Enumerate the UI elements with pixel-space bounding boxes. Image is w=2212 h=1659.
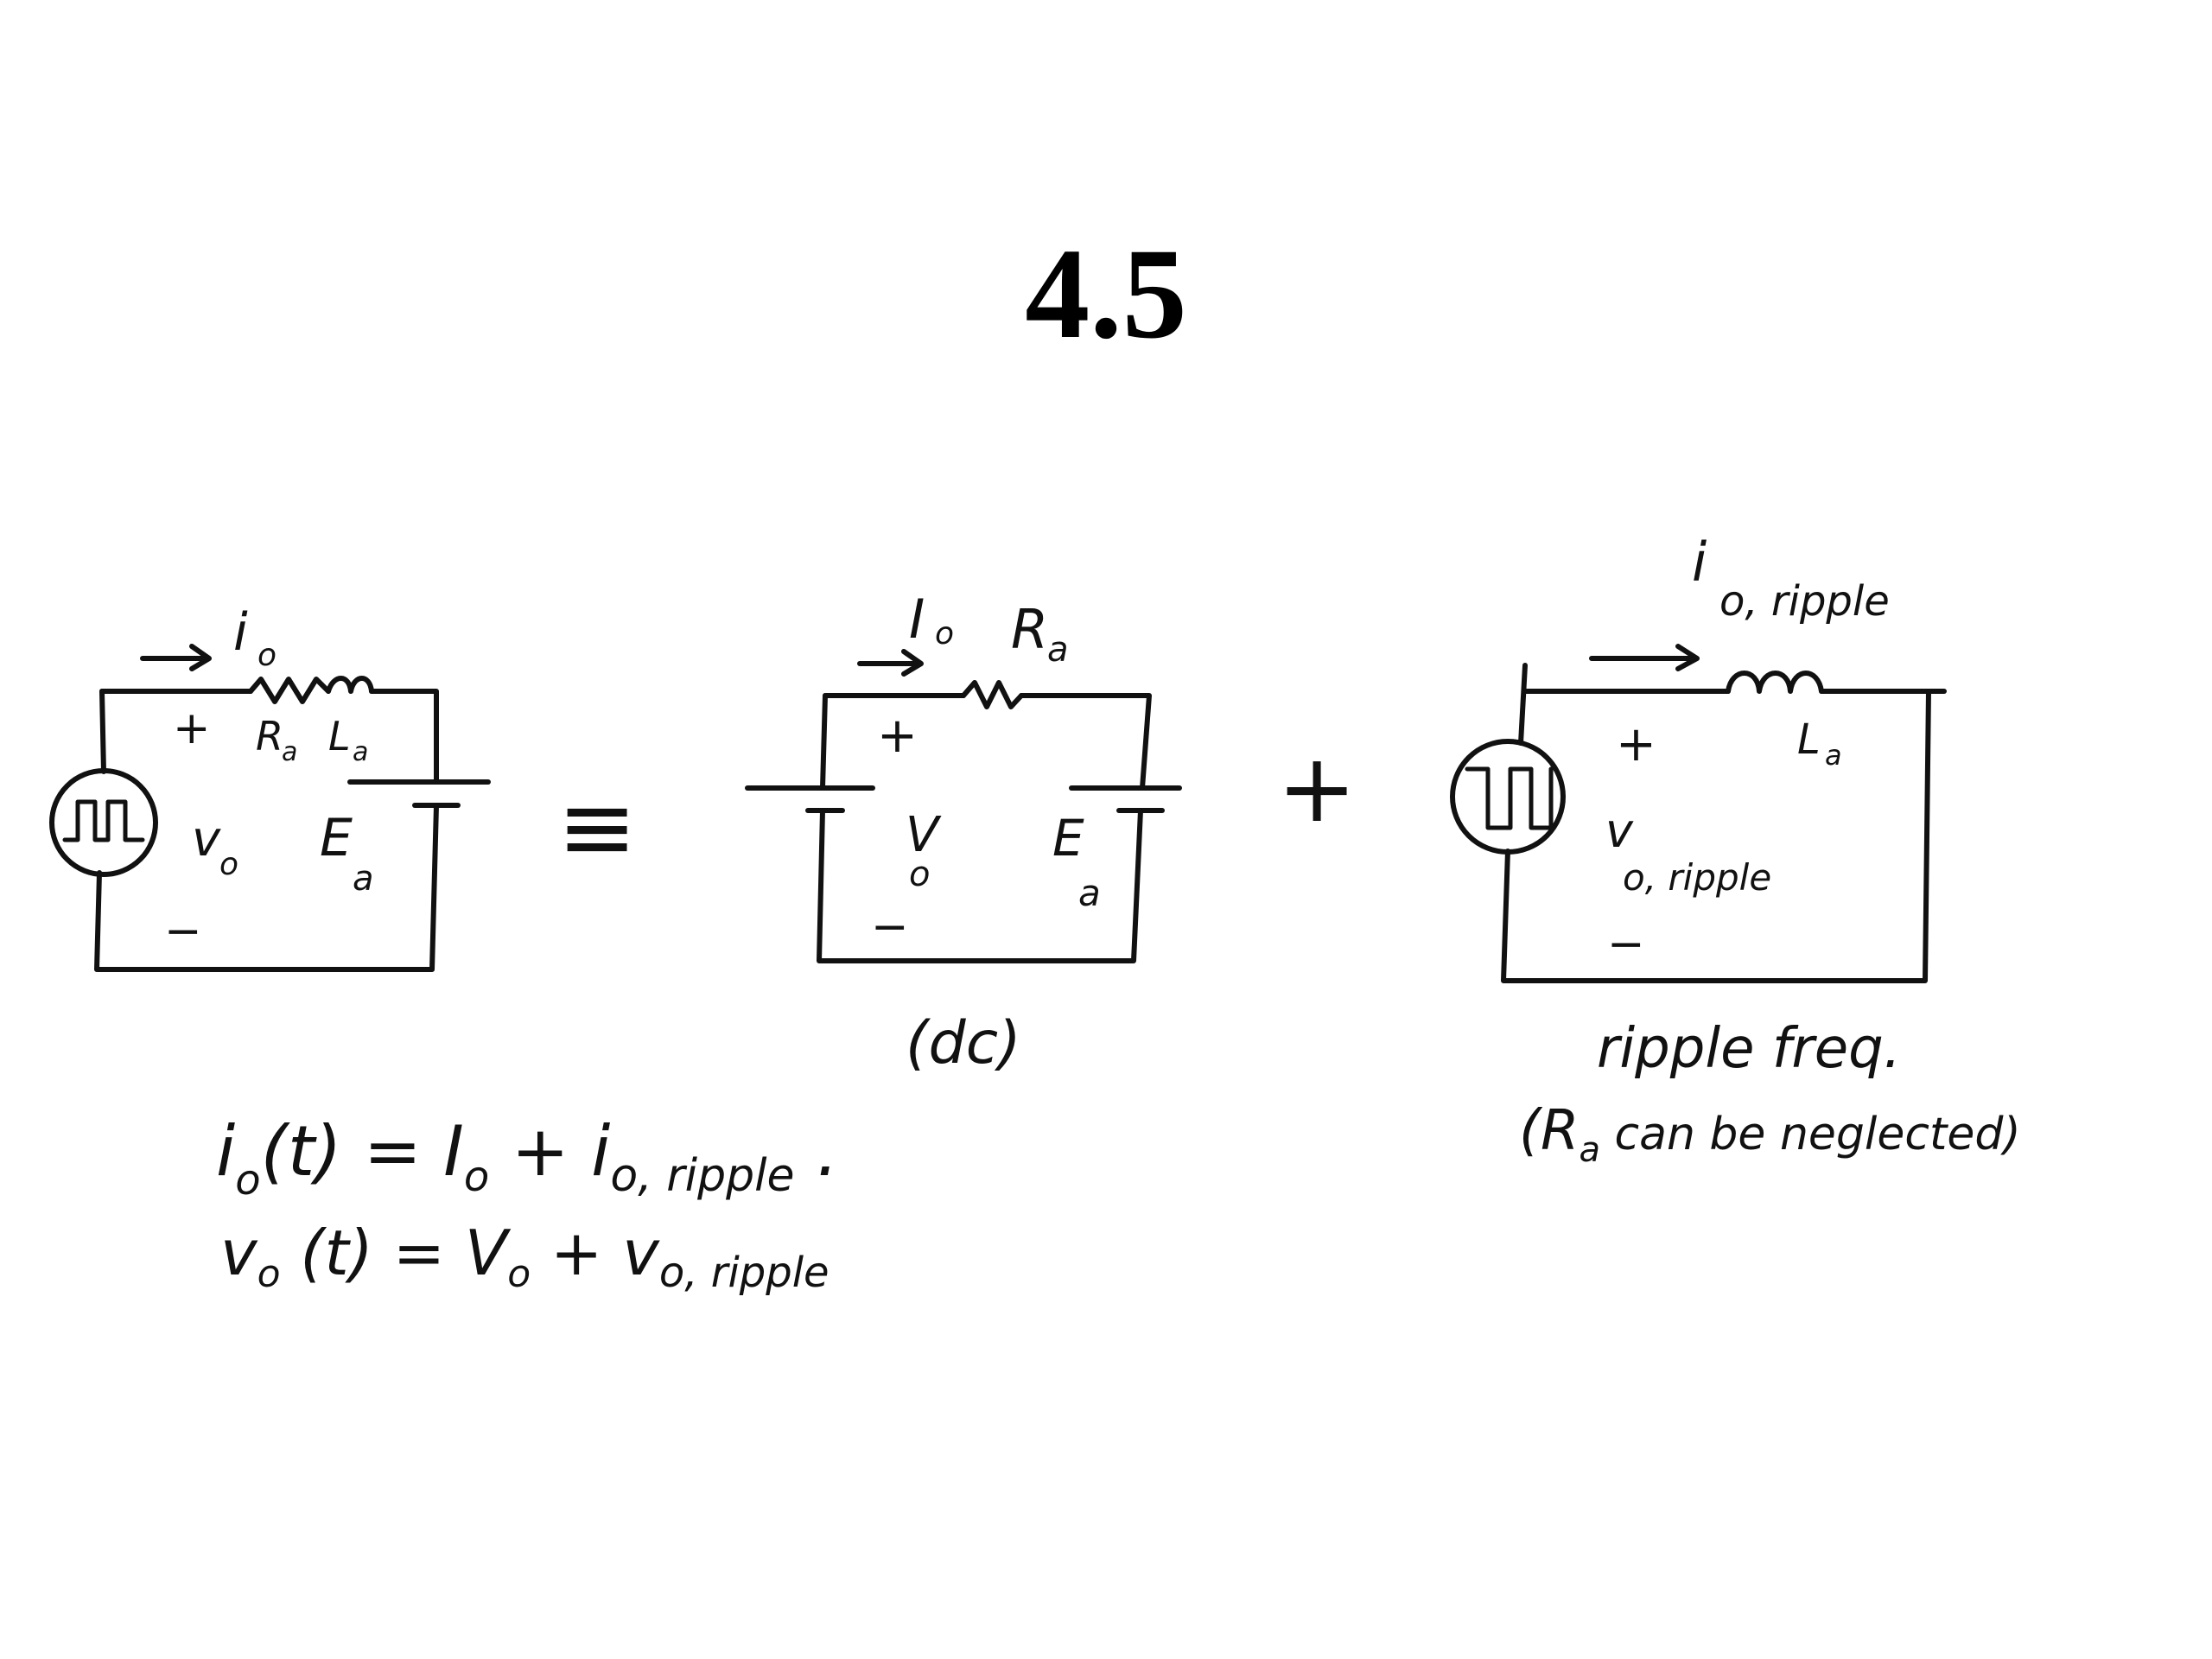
current-eq-mid-sub: o [464,1153,489,1201]
ripple-circuit-voltage-label: v [1605,804,1634,858]
dc-circuit-resistor-zigzag [961,680,1024,709]
dc-circuit: I o R a + − V o E a (dc) [745,588,1182,1077]
ripple-circuit-current-arrow [1589,644,1700,671]
full-circuit-emf-label: E [320,808,353,868]
full-circuit-right-wire [94,803,439,972]
ripple-circuit-current-label: i [1692,531,1707,594]
voltage-eq-mid-rest: + v [531,1217,660,1289]
ripple-circuit-inductor-sub: a [1825,739,1842,772]
page-title: 4.5 [1025,222,1187,365]
ripple-circuit-left-wire [1518,663,1528,746]
full-circuit-emf-sub: a [353,859,374,899]
ripple-circuit-source-circle [1450,739,1566,855]
dc-circuit-left-wire-top [820,693,828,791]
full-circuit-minus-sign: − [164,906,202,957]
full-circuit-source-circle [49,768,158,877]
dc-circuit-minus-sign: − [871,901,909,953]
ripple-caption-ra-sub: a [1579,1130,1600,1170]
full-circuit-inductor-coil [326,676,374,694]
ripple-circuit-inductor-coil [1726,671,1824,694]
voltage-equation: vo (t) = Vo + vo, ripple [220,1217,830,1297]
equivalence-symbol: ≡ [557,772,637,882]
dc-circuit-caption: (dc) [906,1009,1021,1077]
ripple-circuit-right-wire [1501,689,1931,983]
dc-circuit-emf-label: E [1052,809,1084,868]
full-circuit-current-sub: o [257,638,276,673]
ripple-circuit-plus-sign: + [1616,716,1656,772]
dc-circuit-bottom-loop [817,808,1143,963]
full-circuit-inductor-label: L [328,713,351,760]
voltage-eq-lhs-rest: (t) = V [281,1217,512,1289]
voltage-eq-mid-sub: o [507,1252,531,1296]
ripple-circuit-minus-sign: − [1607,918,1645,970]
current-eq-lhs: i [216,1111,235,1192]
dc-circuit-voltage-label: V [906,807,942,863]
current-eq-lhs-rest: (t) = I [261,1111,464,1192]
full-circuit-left-wire [99,689,106,774]
pulse-train-icon [62,799,145,842]
voltage-eq-lhs: v [220,1217,258,1289]
dc-circuit-plus-sign: + [877,708,918,764]
full-circuit-resistor-label: R [256,713,283,760]
current-equation: io(t) = Io + io, ripple . [216,1111,838,1205]
dc-circuit-voltage-sub: o [909,855,930,894]
dc-circuit-current-arrow [857,649,924,677]
ripple-circuit-caption-line2: (Ra can be neglected) [1519,1099,2021,1170]
full-circuit-inductor-sub: a [353,737,368,767]
dc-circuit-resistor-label: R [1011,598,1048,661]
ripple-circuit-voltage-sub: o, ripple [1623,856,1771,899]
voltage-eq-lhs-sub: o [257,1252,281,1296]
full-circuit-resistor-sub: a [282,737,297,767]
voltage-eq-rhs-sub: o, ripple [659,1249,830,1297]
dc-circuit-current-sub: o [935,616,954,652]
equations: io(t) = Io + io, ripple . vo (t) = Vo + … [216,1111,838,1297]
ripple-circuit-current-sub: o, ripple [1719,577,1890,626]
superposition-plus-symbol: + [1277,733,1357,843]
full-circuit-top-wire-right [369,689,439,785]
current-eq-rhs-sub: o, ripple [610,1150,794,1202]
full-circuit-current-arrow [140,644,212,671]
dc-circuit-resistor-sub: a [1047,630,1069,670]
ripple-circuit-caption-line1: ripple freq. [1597,1017,1901,1081]
current-eq-mid-rest: + i [489,1111,610,1192]
square-wave-icon [1465,766,1554,830]
dc-circuit-emf-sub: a [1078,872,1101,914]
dc-circuit-top-wire-right [1019,693,1152,791]
full-circuit-voltage-sub: o [219,847,238,882]
full-circuit-plus-sign: + [173,702,211,754]
ripple-caption-ra: (R [1519,1099,1579,1163]
full-circuit-current-label: i [233,602,248,663]
ripple-circuit: i o, ripple L a + − v o, ripple ripple f… [1450,531,2021,1170]
full-circuit: i o + − R a L a v o E a [49,602,491,972]
full-circuit-resistor-zigzag [248,677,331,704]
dc-circuit-current-label: I [909,588,925,651]
ripple-caption-rest: can be neglected) [1600,1109,2021,1160]
current-eq-rhs-end: . [795,1111,839,1192]
current-eq-lhs-sub: o [235,1156,260,1205]
ripple-circuit-inductor-label: L [1797,715,1821,764]
full-circuit-voltage-label: v [192,811,221,868]
